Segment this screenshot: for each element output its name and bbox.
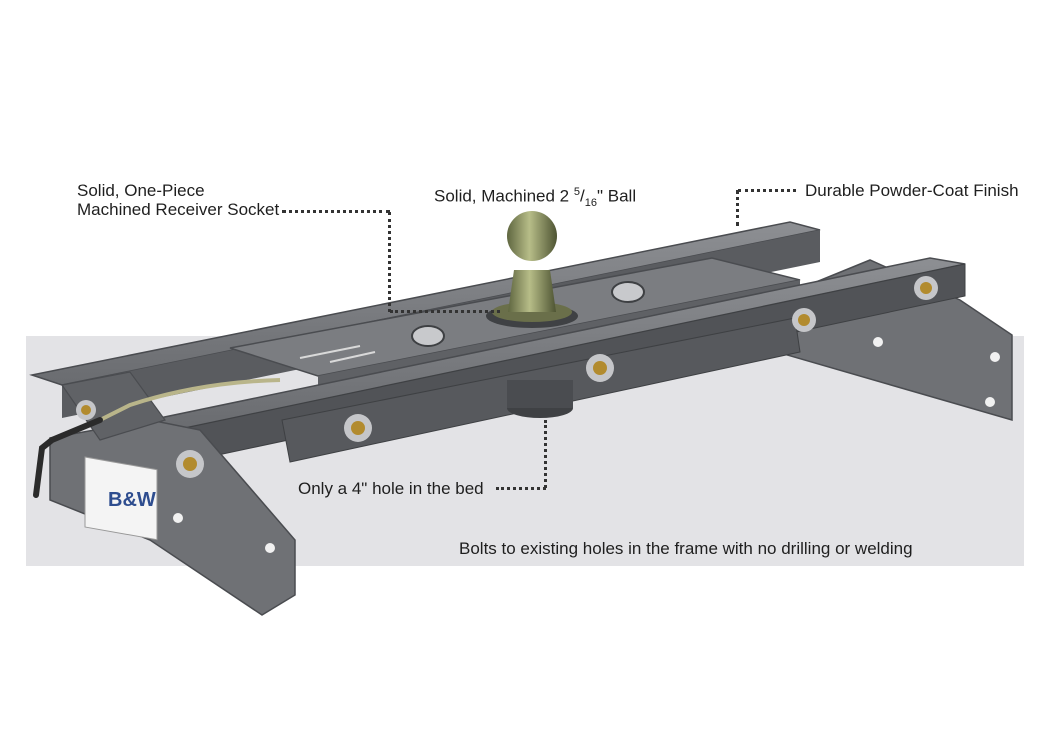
callout-hole: Only a 4" hole in the bed: [298, 479, 484, 498]
hitch-ball: [507, 211, 557, 261]
leader-line: [544, 420, 547, 488]
callout-receiver-socket: Solid, One-Piece Machined Receiver Socke…: [77, 181, 279, 219]
latch-tab: [411, 325, 445, 347]
leader-line: [736, 190, 739, 226]
callout-text: Solid, Machined 2: [434, 186, 574, 206]
bracket-hole: [985, 397, 995, 407]
logo-text: B&W: [108, 489, 156, 511]
bracket-hole: [265, 543, 275, 553]
bracket-hole: [873, 337, 883, 347]
callout-text: " Ball: [596, 186, 637, 206]
hitch-ball-shank: [508, 270, 556, 312]
release-cable: [99, 378, 281, 422]
callout-text: 5: [573, 186, 580, 198]
bracket-hole: [990, 352, 1000, 362]
leader-line: [388, 212, 391, 312]
callout-text: Solid, One-Piece: [77, 181, 205, 200]
leader-line: [496, 487, 546, 490]
logo-sticker: [84, 456, 158, 541]
bolts: [76, 276, 938, 478]
release-handle: [33, 417, 103, 498]
callout-text: 16: [584, 197, 597, 210]
leader-line: [282, 210, 390, 213]
callout-bolts: Bolts to existing holes in the frame wit…: [459, 539, 913, 558]
callout-text: /: [580, 186, 585, 206]
left-end-plate: [60, 371, 166, 441]
leader-line: [390, 310, 500, 313]
latch-tab: [611, 281, 645, 303]
callout-ball: Solid, Machined 2 5/16" Ball: [434, 183, 636, 213]
bracket-hole: [173, 513, 183, 523]
callout-text: Machined Receiver Socket: [77, 200, 280, 219]
callout-finish: Durable Powder-Coat Finish: [805, 181, 1019, 200]
leader-line: [738, 189, 796, 192]
